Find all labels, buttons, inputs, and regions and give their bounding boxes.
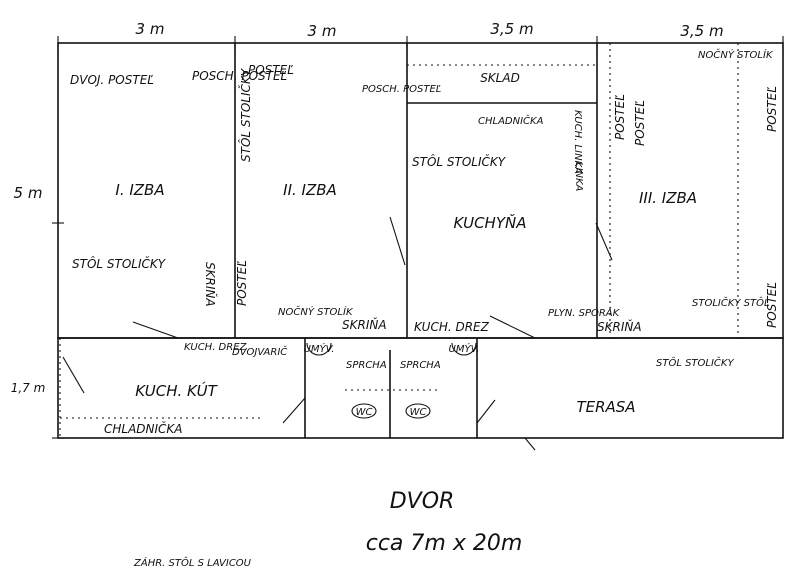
fixture-circles	[306, 342, 477, 419]
door-swings	[62, 216, 613, 451]
room2-bunk-label: POSCH. POSTEĽ	[362, 84, 441, 95]
lower-shower-2-label: SPRCHA	[400, 360, 441, 371]
room2-bed-left-label: POSTEĽ	[235, 260, 249, 306]
room1-name: I. IZBA	[115, 181, 164, 199]
lower-wc-1-label: WC	[356, 407, 373, 418]
yard-garden-label: ZÁHR. STÔL S LAVICOU	[133, 556, 252, 569]
dim-width-2: 3 m	[308, 22, 337, 40]
dim-width-3: 3,5 m	[490, 20, 533, 38]
room1-table-label: STÔL STOLIČKY	[72, 256, 167, 271]
walls	[57, 42, 784, 439]
room1-bed-label: DVOJ. POSTEĽ	[70, 73, 154, 87]
room3-bed-right-bottom-label: POSTEĽ	[765, 282, 779, 328]
room2-wardrobe-label: SKRIŇA	[342, 317, 387, 332]
room2-nightstand-label: NOČNÝ STOLÍK	[278, 305, 354, 318]
kitchen-fridge-label: CHLADNIČKA	[478, 114, 544, 127]
kitchen-sink-label: KUCH. DREZ	[414, 320, 490, 334]
room2-table-label: STÔL STOLIČKY	[238, 67, 253, 162]
kitchen-hood-label: KUCH. LINKA	[572, 110, 583, 174]
lower-terrace-table-label: STÔL STOLIČKY	[656, 356, 734, 369]
kitchen-stove-label: PLYN. SPORÁK	[548, 306, 621, 319]
room2-name: II. IZBA	[283, 181, 337, 199]
room3-bed-right-top-label: POSTEĽ	[765, 86, 779, 132]
kitchen-table-label: STÔL STOLIČKY	[412, 154, 507, 169]
lower-shower-1-label: SPRCHA	[346, 360, 387, 371]
room3-wardrobe-label: SKRIŇA	[597, 319, 642, 334]
room1-bunk-label: POSCH. POSTEĽ	[192, 69, 287, 83]
dim-width-1: 3 m	[136, 20, 165, 38]
room3-table-label: STOLIČKY STÔL	[692, 296, 770, 309]
yard-title: DVOR	[390, 489, 455, 514]
lower-cooker-label: DVOJVARIČ	[232, 345, 287, 358]
dim-width-4: 3,5 m	[680, 22, 723, 40]
lower-basin-1-label: UMÝV.	[304, 342, 335, 355]
room2-bed-top-label: POSTEĽ	[248, 63, 294, 77]
lower-basin-2-label: UMÝV.	[449, 342, 480, 355]
room3-nightstand-label: NOČNÝ STOLÍK	[698, 48, 774, 61]
yard-size: cca 7m x 20m	[366, 531, 523, 556]
room3-bed-left-1-label: POSTEĽ	[613, 94, 627, 140]
lower-wc-2-label: WC	[410, 407, 427, 418]
kitchen-linka-label: LINKA	[573, 162, 584, 192]
lower-sink-label: KUCH. DREZ	[184, 342, 248, 353]
lower-fridge-label: CHLADNIČKA	[104, 421, 183, 436]
kitchen-name: KUCHYŇA	[454, 213, 527, 232]
dim-height-rooms: 5 m	[14, 184, 43, 202]
kitchen-storage-label: SKLAD	[480, 71, 520, 85]
room3-name: III. IZBA	[639, 189, 697, 207]
dim-height-lower: 1,7 m	[11, 381, 46, 395]
dimension-ticks	[52, 36, 784, 439]
room1-wardrobe-label: SKRIŇA	[203, 262, 218, 307]
lower-kitchen-corner-label: KUCH. KÚT	[135, 381, 218, 400]
furniture-outlines	[59, 43, 739, 438]
room3-bed-left-2-label: POSTEĽ	[633, 100, 647, 146]
lower-terrace-label: TERASA	[576, 398, 635, 416]
